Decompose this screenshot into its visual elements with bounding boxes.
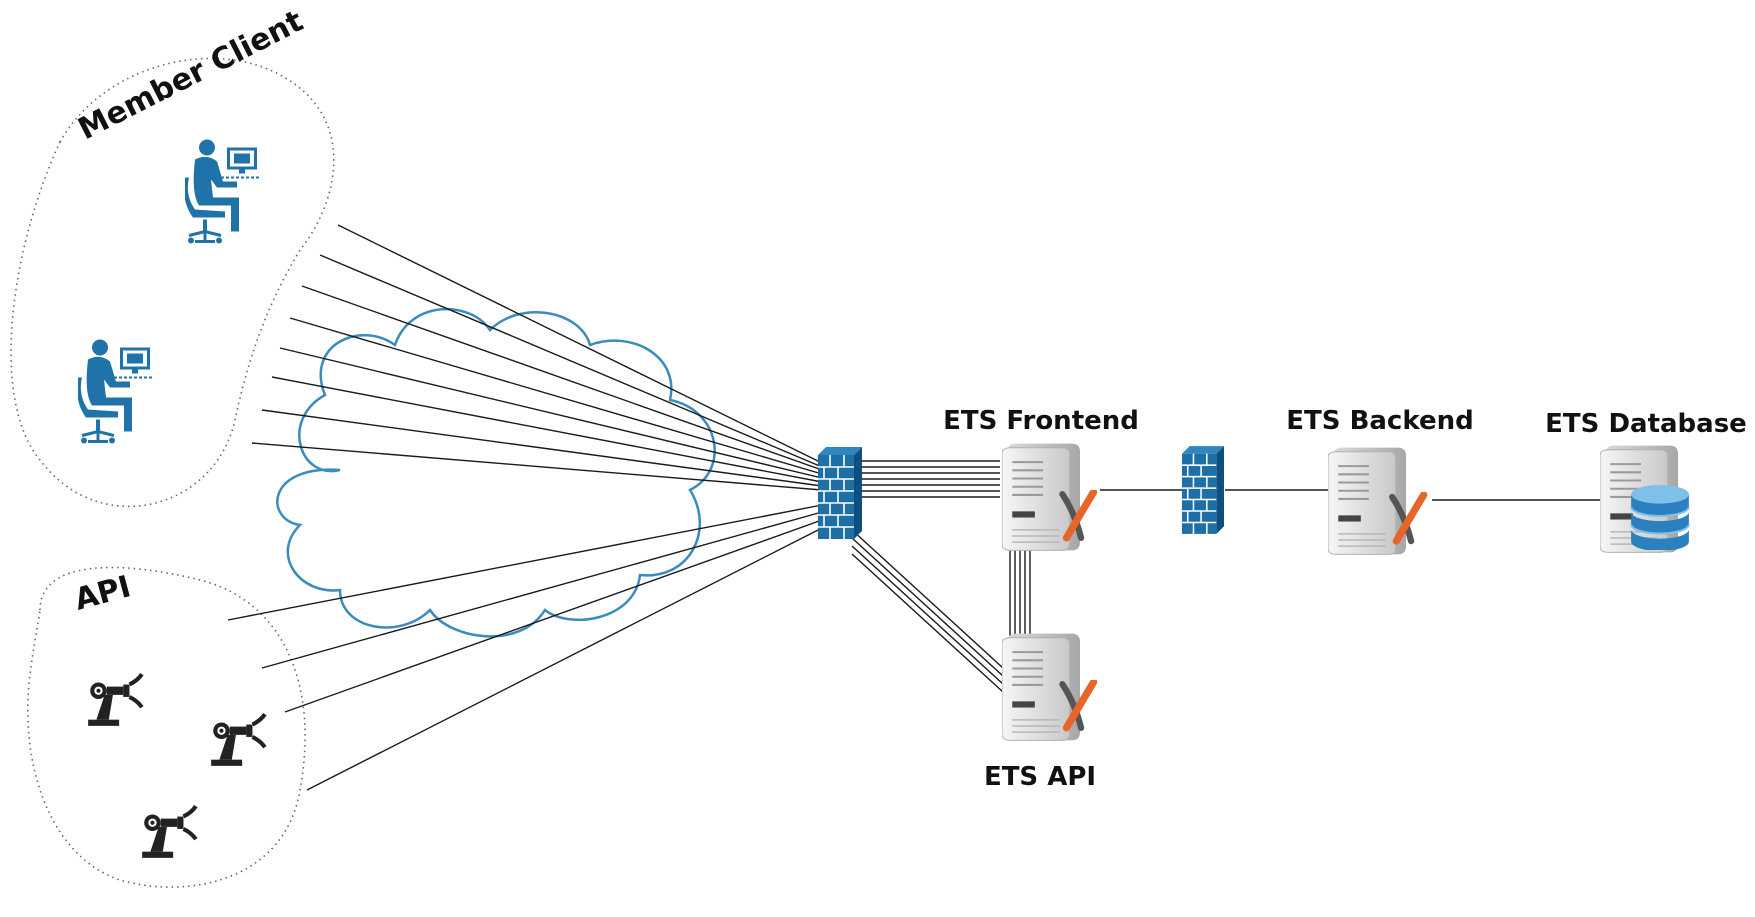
api-robot-arm-icon: [211, 714, 265, 766]
frontend-to-api-server-links: [1009, 545, 1031, 640]
api-group-label: API: [71, 569, 135, 617]
firewall-icon: [1182, 445, 1224, 535]
frontend-label: ETS Frontend: [943, 406, 1139, 436]
api-robot-arm-icon: [88, 674, 142, 726]
member-client-group-outline: [10, 57, 335, 508]
member-client-person-icon: [78, 337, 154, 446]
member-client-person-icon: [185, 137, 261, 246]
member-client-label: Member Client: [73, 4, 309, 147]
api-group-outline: [26, 566, 306, 888]
member-client-connections: [251, 224, 823, 491]
backend-label: ETS Backend: [1286, 406, 1473, 436]
firewall-to-frontend-links: [858, 460, 1000, 498]
database-label: ETS Database: [1545, 409, 1747, 439]
api-server-label: ETS API: [984, 762, 1096, 792]
firewall-icon: [818, 446, 862, 540]
cloud-shape: [276, 307, 716, 638]
firewall-to-api-server-links: [851, 529, 1004, 693]
api-client-connections: [227, 504, 823, 791]
api-robot-arm-icon: [142, 806, 196, 858]
